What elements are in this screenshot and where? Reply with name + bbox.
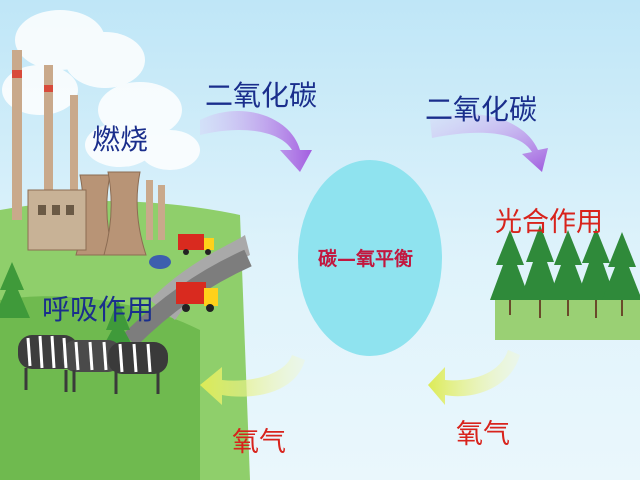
co2-arrow-right bbox=[430, 114, 548, 172]
oxygen-label-right: 氧气 bbox=[456, 419, 510, 450]
respiration-label: 呼吸作用 bbox=[42, 293, 155, 326]
oxygen-arrow-right bbox=[428, 350, 520, 405]
center-ellipse bbox=[298, 160, 442, 356]
center-label: 碳—氧平衡 bbox=[318, 248, 414, 270]
red-truck-top bbox=[178, 234, 214, 255]
co2-label-left: 二氧化碳 bbox=[205, 79, 318, 112]
red-truck-bottom bbox=[176, 282, 218, 312]
oxygen-label-left: 氧气 bbox=[232, 427, 286, 458]
right-forest bbox=[490, 225, 640, 340]
co2-label-right: 二氧化碳 bbox=[425, 93, 538, 126]
co2-arrow-left bbox=[200, 111, 312, 172]
photosynthesis-label: 光合作用 bbox=[495, 207, 603, 238]
left-trees bbox=[0, 262, 136, 352]
chimneys bbox=[12, 50, 78, 220]
blue-car bbox=[149, 255, 171, 269]
factory-building bbox=[27, 180, 165, 251]
zebra-herd bbox=[18, 335, 168, 394]
burning-label: 燃烧 bbox=[92, 123, 149, 156]
oxygen-arrow-left bbox=[200, 355, 305, 405]
